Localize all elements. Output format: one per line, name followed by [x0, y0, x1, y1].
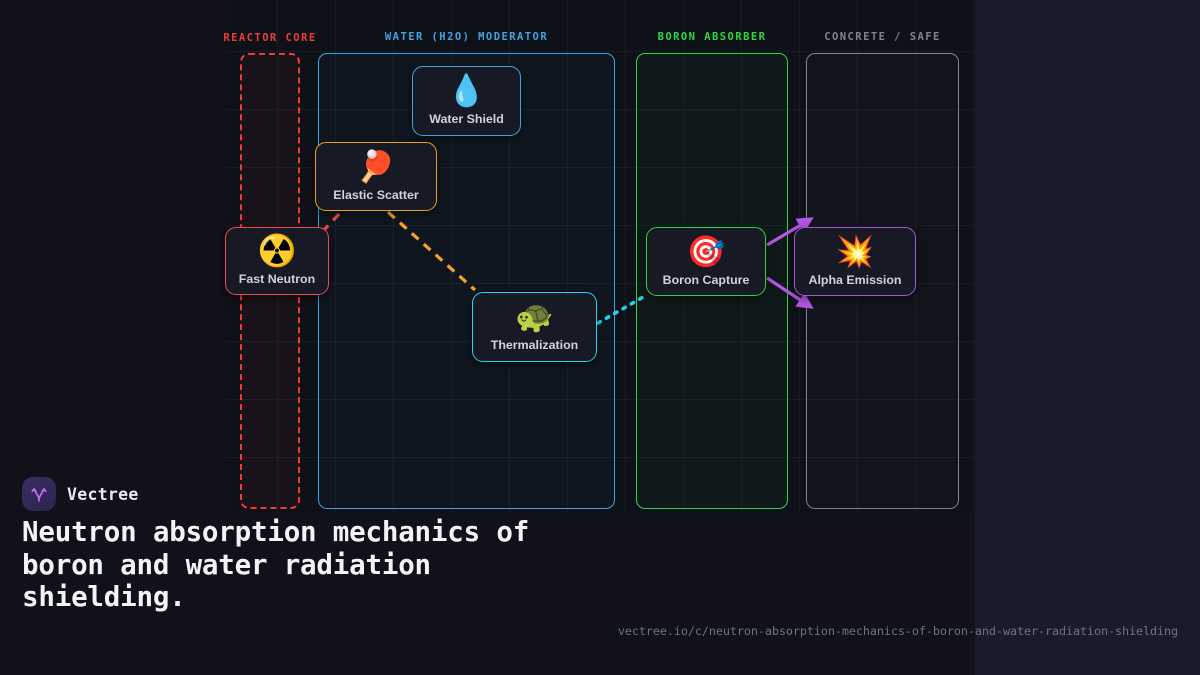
node-label-alpha-emission: Alpha Emission	[808, 272, 902, 287]
node-label-boron-capture: Boron Capture	[662, 272, 750, 287]
page-left-margin	[0, 0, 225, 675]
page-bottom-margin	[225, 513, 975, 675]
turtle-icon: 🐢	[515, 299, 554, 335]
node-label-water-shield: Water Shield	[429, 112, 504, 126]
node-label-elastic-scatter: Elastic Scatter	[333, 187, 419, 202]
brand: Vectree	[22, 477, 139, 511]
node-elastic-scatter[interactable]: 🏓 Elastic Scatter	[315, 142, 437, 211]
node-water-shield[interactable]: 💧 Water Shield	[412, 66, 521, 136]
bullseye-dart-icon: 🎯	[686, 233, 726, 270]
node-label-thermalization: Thermalization	[490, 338, 579, 352]
diagram-canvas[interactable]: REACTOR CORE WATER (H2O) MODERATOR BORON A…	[223, 0, 975, 513]
node-thermalization[interactable]: 🐢 Thermalization	[472, 292, 597, 362]
brand-name: Vectree	[67, 484, 139, 504]
explosion-icon: 💥	[835, 233, 875, 270]
node-boron-capture[interactable]: 🎯 Boron Capture	[646, 227, 766, 296]
page-title: Neutron absorption mechanics of boron an…	[22, 516, 530, 613]
page-url: vectree.io/c/neutron-absorption-mechanic…	[617, 624, 1178, 638]
ping-pong-icon: 🏓	[356, 148, 396, 185]
node-alpha-emission[interactable]: 💥 Alpha Emission	[794, 227, 916, 296]
radioactive-icon: ☢️	[257, 233, 297, 269]
node-fast-neutron[interactable]: ☢️ Fast Neutron	[225, 227, 329, 295]
droplet-icon: 💧	[447, 73, 486, 109]
node-label-fast-neutron: Fast Neutron	[238, 272, 316, 286]
vectree-v-tree-icon	[22, 477, 56, 511]
lane-label-boron-absorber: BORON ABSORBER	[657, 31, 767, 43]
lane-label-water-moderator: WATER (H2O) MODERATOR	[384, 31, 549, 43]
lane-label-concrete-safe: CONCRETE / SAFE	[824, 31, 941, 43]
lane-label-reactor-core: REACTOR CORE	[223, 32, 317, 44]
page-right-margin	[975, 0, 1200, 675]
